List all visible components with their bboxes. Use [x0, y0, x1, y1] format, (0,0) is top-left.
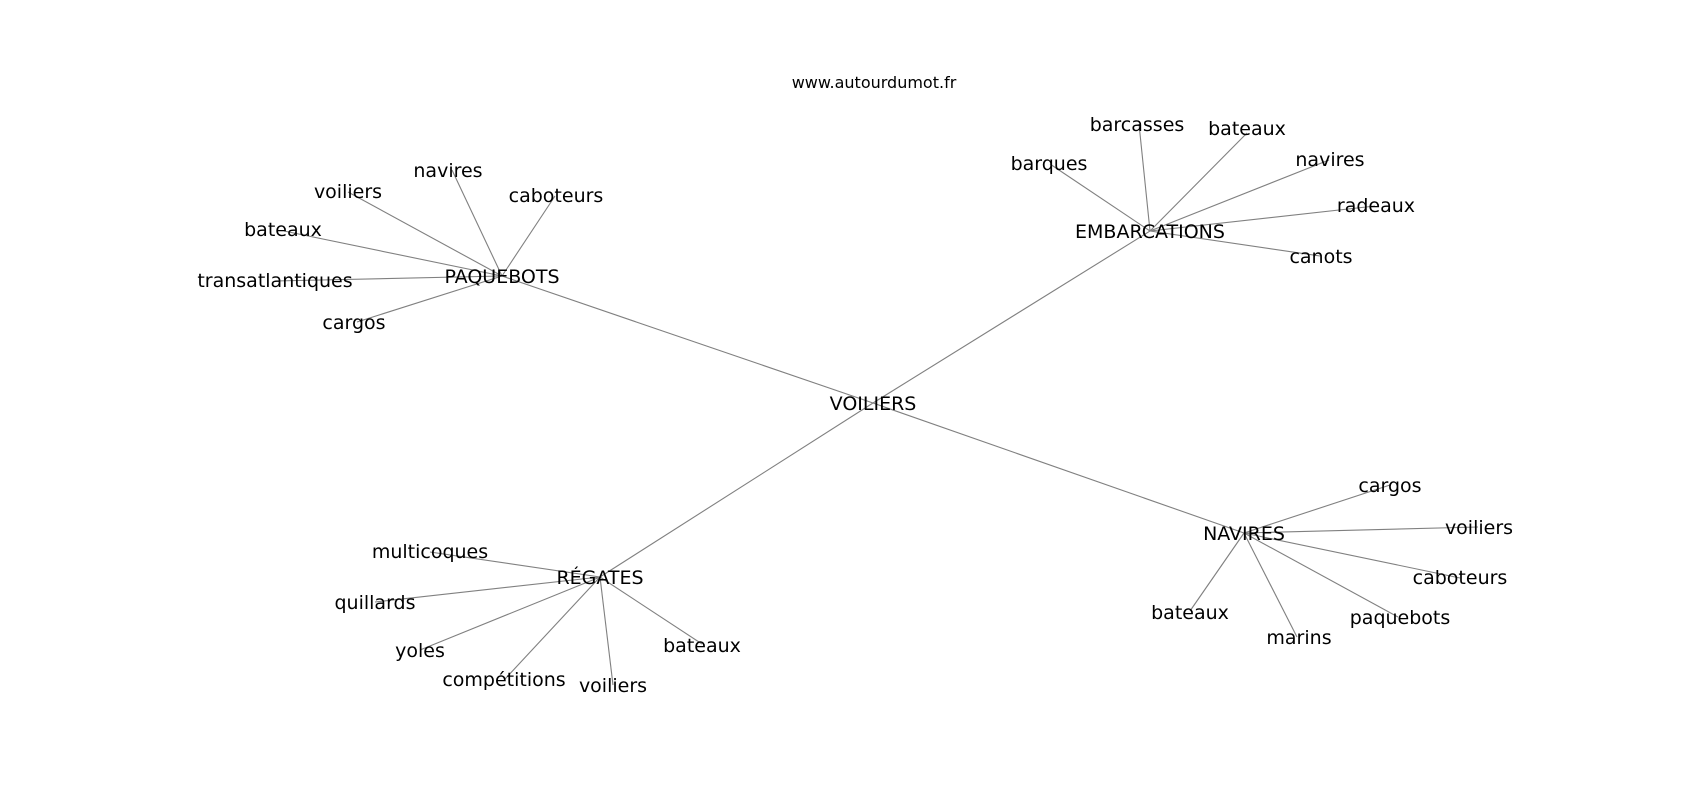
edge-navires-leaf [1243, 532, 1461, 579]
edge-root-embarcations [872, 230, 1151, 404]
edge-navires-leaf [1189, 532, 1245, 612]
leaf-node-embarcations: barcasses [1090, 114, 1185, 136]
edge-paquebots-leaf [356, 275, 503, 323]
edge-regates-leaf [419, 576, 601, 651]
edge-navires-leaf [1243, 526, 1479, 534]
edge-embarcations-leaf [1149, 230, 1321, 257]
leaf-node-paquebots: transatlantiques [197, 270, 352, 292]
edge-regates-leaf [504, 576, 601, 680]
source-watermark: www.autourdumot.fr [792, 73, 957, 92]
labels-layer: VOILIERS PAQUEBOTS navires voiliers caboteur… [197, 114, 1513, 697]
leaf-node-paquebots: bateaux [244, 219, 322, 241]
root-node-label: VOILIERS [830, 393, 917, 415]
leaf-node-navires: cargos [1358, 475, 1421, 497]
edge-embarcations-leaf [1049, 163, 1151, 232]
edge-paquebots-leaf [283, 230, 503, 277]
edge-regates-leaf [599, 576, 703, 645]
edge-root-paquebots [501, 275, 874, 404]
leaf-node-embarcations: canots [1289, 246, 1352, 268]
edge-paquebots-leaf [451, 169, 503, 277]
leaf-node-regates: quillards [334, 592, 415, 614]
leaf-node-paquebots: voiliers [314, 181, 382, 203]
edge-regates-leaf [429, 551, 601, 578]
leaf-node-navires: bateaux [1151, 602, 1229, 624]
leaf-node-regates: bateaux [663, 635, 741, 657]
edge-regates-leaf [374, 576, 601, 603]
leaf-node-navires: caboteurs [1413, 567, 1508, 589]
leaf-node-paquebots: caboteurs [509, 185, 604, 207]
leaf-node-paquebots: cargos [322, 312, 385, 334]
edge-paquebots-leaf [274, 275, 503, 282]
leaf-node-embarcations: radeaux [1337, 195, 1415, 217]
hub-node-regates: RÉGATES [556, 566, 643, 589]
leaf-node-embarcations: bateaux [1208, 118, 1286, 140]
edge-paquebots-leaf [347, 191, 503, 277]
edge-paquebots-leaf [501, 195, 556, 277]
leaf-node-navires: paquebots [1350, 607, 1451, 629]
leaf-node-navires: voiliers [1445, 517, 1513, 539]
edges-layer [274, 123, 1479, 686]
hub-node-paquebots: PAQUEBOTS [444, 266, 559, 288]
edge-root-regates [599, 402, 874, 578]
leaf-node-regates: yoles [395, 640, 445, 662]
edge-navires-leaf [1243, 484, 1391, 534]
edge-navires-leaf [1243, 532, 1399, 618]
edge-regates-leaf [599, 576, 614, 686]
leaf-node-paquebots: navires [413, 160, 482, 182]
edge-embarcations-leaf [1149, 205, 1376, 232]
hub-node-navires: NAVIRES [1203, 523, 1285, 545]
hub-node-embarcations: EMBARCATIONS [1075, 221, 1225, 243]
edge-navires-leaf [1243, 532, 1298, 638]
edge-root-navires [872, 402, 1245, 534]
leaf-node-regates: compétitions [442, 669, 565, 691]
leaf-node-regates: multicoques [372, 541, 488, 563]
leaf-node-embarcations: navires [1295, 149, 1364, 171]
edge-embarcations-leaf [1149, 159, 1330, 232]
edge-embarcations-leaf [1138, 123, 1151, 232]
edge-embarcations-leaf [1149, 132, 1248, 232]
leaf-node-embarcations: barques [1011, 153, 1088, 175]
leaf-node-regates: voiliers [579, 675, 647, 697]
leaf-node-navires: marins [1266, 627, 1331, 649]
